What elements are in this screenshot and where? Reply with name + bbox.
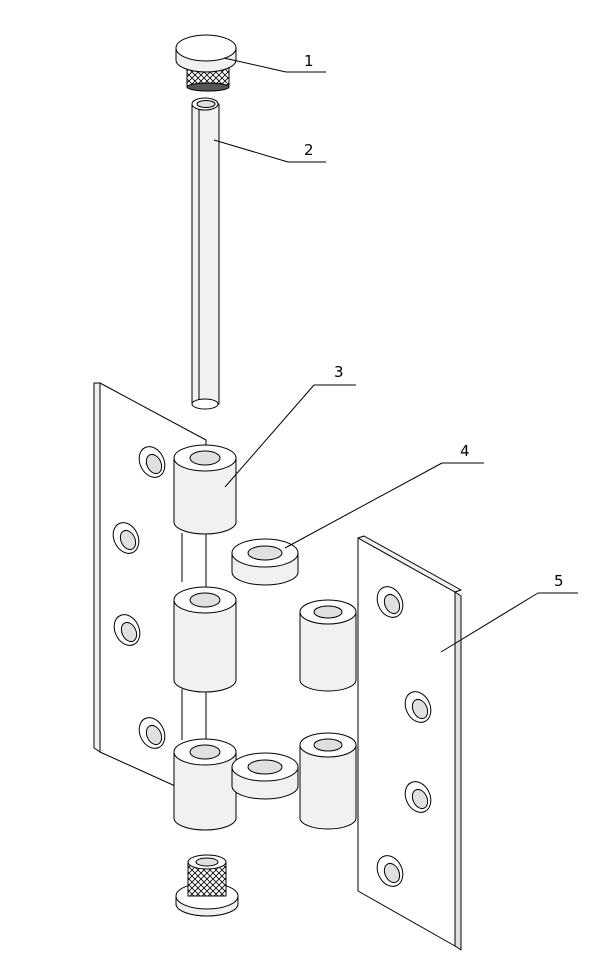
screw-hole-right-3: [404, 781, 432, 813]
screw-hole-left-3: [113, 614, 141, 646]
screw-hole-right-1: [376, 586, 404, 618]
callout-label-4: 4: [460, 442, 470, 460]
callout-2: 2: [213, 139, 326, 163]
callout-1: 1: [223, 52, 326, 73]
cap-screw-bottom: [175, 854, 239, 917]
washer-upper: [231, 538, 299, 586]
knuckle-right-lower: [299, 732, 357, 830]
callout-label-5: 5: [554, 572, 564, 590]
screw-hole-left-1: [138, 446, 166, 478]
knuckle-left-top: [173, 444, 237, 535]
hinge-pin: [191, 97, 220, 410]
screw-hole-left-2: [112, 522, 140, 554]
screw-hole-right-2: [404, 691, 432, 723]
callout-3: 3: [224, 363, 356, 488]
knuckle-right-upper: [299, 599, 357, 692]
callout-label-1: 1: [304, 52, 314, 70]
screw-hole-left-4: [138, 717, 166, 749]
washer-lower: [231, 752, 299, 800]
callout-5: 5: [440, 572, 578, 653]
hinge-leaf-right: [357, 535, 462, 951]
callout-label-3: 3: [334, 363, 344, 381]
callout-4: 4: [284, 442, 484, 549]
knuckle-left-bottom: [173, 738, 237, 831]
callout-label-2: 2: [304, 141, 314, 159]
knuckle-left-middle: [173, 586, 237, 693]
cap-screw-top: [175, 34, 237, 92]
screw-hole-right-4: [376, 855, 404, 887]
